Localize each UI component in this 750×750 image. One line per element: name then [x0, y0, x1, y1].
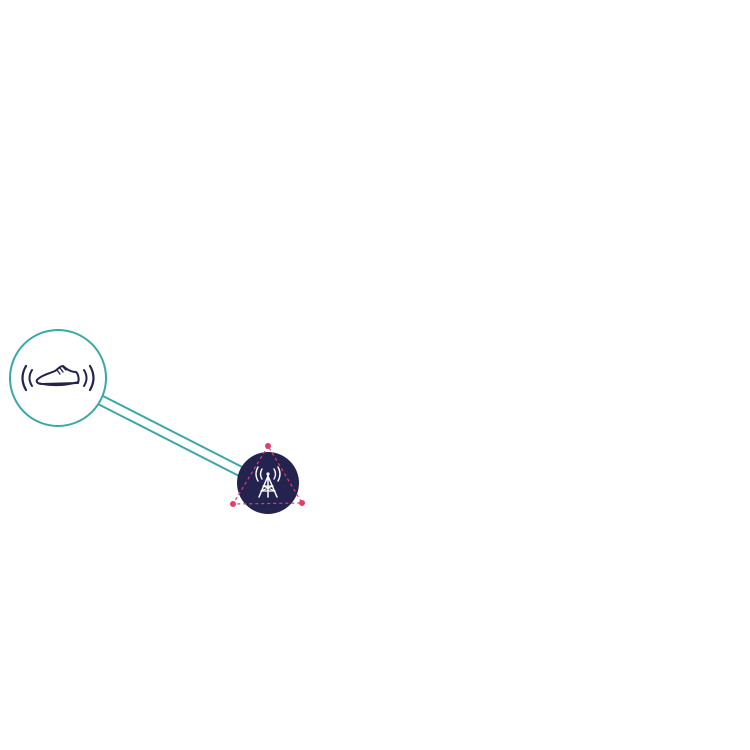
triangulation-outline [231, 444, 304, 505]
smart-shoe-icon [21, 364, 95, 392]
cell-tower-icon [255, 466, 281, 498]
triangulation-triangle [230, 443, 305, 507]
triangulation-point-top [265, 443, 271, 449]
connector-line-upper [100, 394, 249, 471]
node-cell-tower [230, 443, 305, 514]
node-smart-shoe-ring [9, 329, 107, 427]
triangulation-point-right [299, 500, 305, 506]
connector-smart-shoe-to-cell-tower [97, 394, 249, 479]
connector-line-lower [97, 403, 244, 479]
triangulation-point-left [230, 501, 236, 507]
node-smart-shoe [9, 329, 107, 427]
